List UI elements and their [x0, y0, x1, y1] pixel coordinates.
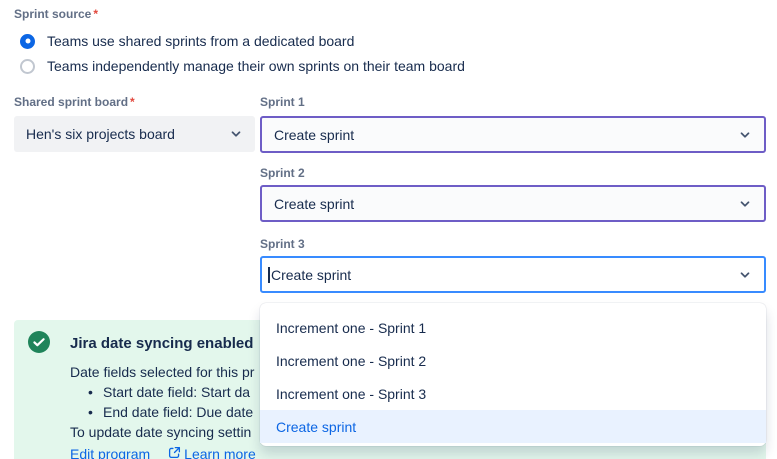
menu-option-increment-sprint-3[interactable]: Increment one - Sprint 3 — [276, 385, 427, 402]
menu-option-increment-sprint-1[interactable]: Increment one - Sprint 1 — [276, 319, 427, 336]
required-asterisk: * — [93, 7, 99, 21]
radio-unselected-icon[interactable] — [20, 58, 35, 74]
shared-sprint-board-select[interactable]: Hen's six projects board — [14, 116, 255, 152]
panel-intro-line: Date fields selected for this pr — [70, 364, 255, 380]
text-cursor — [268, 266, 270, 283]
chevron-down-icon — [738, 128, 752, 142]
edit-program-link-text: Edit program — [70, 446, 151, 459]
sprint-2-label: Sprint 2 — [260, 166, 305, 180]
panel-footer-line: To update date syncing settin — [70, 424, 252, 440]
required-asterisk: * — [130, 95, 135, 109]
sprint-3-value: Create sprint — [271, 266, 352, 283]
learn-more-link-text: Learn more — [184, 446, 256, 459]
shared-sprint-board-label-text: Shared sprint board — [14, 95, 129, 109]
radio-shared-sprints[interactable]: Teams use shared sprints from a dedicate… — [20, 31, 354, 51]
shared-sprint-board-value: Hen's six projects board — [26, 126, 175, 142]
chevron-down-icon — [738, 197, 752, 211]
bullet-text: Start date field: Start da — [103, 384, 251, 400]
chevron-down-icon — [229, 127, 243, 141]
panel-title: Jira date syncing enabled — [70, 335, 254, 352]
bullet-text: End date field: Due date — [103, 404, 254, 420]
sprint-2-value: Create sprint — [274, 195, 355, 212]
sprint-1-label: Sprint 1 — [260, 95, 305, 109]
shared-sprint-board-label: Shared sprint board* — [14, 95, 135, 109]
radio-selected-icon[interactable] — [20, 33, 35, 49]
edit-program-link[interactable]: Edit program — [70, 446, 150, 459]
radio-independent-sprints[interactable]: Teams independently manage their own spr… — [20, 56, 465, 76]
chevron-down-icon — [738, 268, 752, 282]
check-circle-icon — [28, 331, 50, 353]
sprint-3-label: Sprint 3 — [260, 237, 305, 251]
panel-body: Date fields selected for this pr Start d… — [70, 362, 254, 442]
menu-option-create-sprint[interactable]: Create sprint — [260, 410, 766, 443]
sprint-1-value: Create sprint — [274, 126, 355, 143]
radio-independent-sprints-label: Teams independently manage their own spr… — [47, 58, 465, 74]
sprint-3-dropdown-menu: Increment one - Sprint 1 Increment one -… — [260, 303, 766, 446]
sprint-source-label-text: Sprint source — [14, 7, 92, 21]
sprint-2-select[interactable]: Create sprint — [260, 185, 766, 222]
sprint-1-select[interactable]: Create sprint — [260, 116, 766, 153]
external-link-icon — [168, 446, 181, 459]
panel-bullet-start-date: Start date field: Start da — [70, 382, 254, 402]
panel-links: Edit program Learn more — [70, 446, 256, 459]
sprint-source-label: Sprint source* — [14, 7, 98, 21]
panel-bullet-end-date: End date field: Due date — [70, 402, 254, 422]
learn-more-link[interactable]: Learn more — [168, 446, 256, 459]
menu-option-increment-sprint-2[interactable]: Increment one - Sprint 2 — [276, 352, 427, 369]
radio-shared-sprints-label: Teams use shared sprints from a dedicate… — [47, 33, 355, 49]
sprint-3-select[interactable]: Create sprint — [260, 256, 766, 293]
